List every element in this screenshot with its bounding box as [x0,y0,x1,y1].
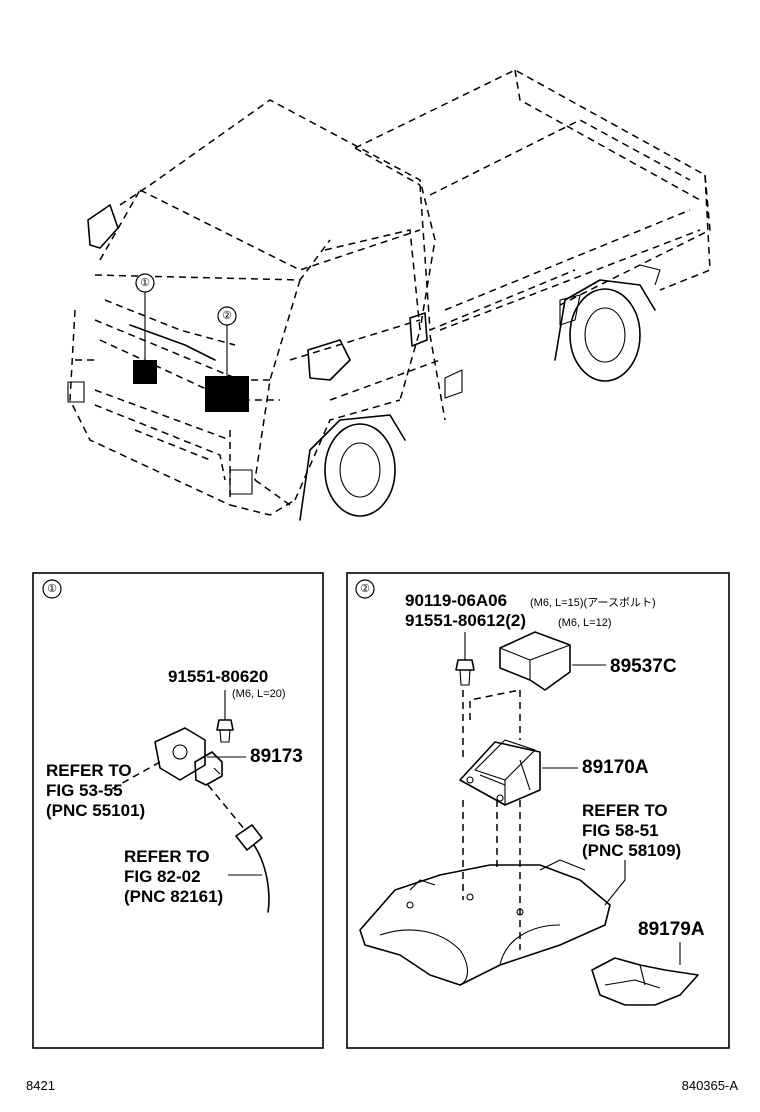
cab-body [69,99,446,516]
sensor-bolt-part-number: 91551-80620 [168,667,268,686]
refer-c-line-1: REFER TO [582,801,668,820]
ecu-bolt-spec: (M6, L=12) [558,617,612,629]
ground-bolt-spec: (M6, L=15)(アースボルト) [530,596,656,609]
callout-2: ② [217,306,237,326]
footer-figure-number: 8421 [26,1078,55,1093]
sensor-bracket-drawing [591,957,699,1006]
front-wheel [299,414,406,521]
refer-c-line-3: (PNC 58109) [582,841,681,860]
front-airbag-sensor-drawing [154,727,223,786]
refer-a-line-2: FIG 53-55 [46,781,123,800]
rear-wheel [554,279,656,382]
airbag-ecu-drawing [459,739,541,806]
detail-panel-1: ① 91551-80620 (M6, L=20) 89173 REFER TO … [32,572,324,1049]
refer-b-line-3: (PNC 82161) [124,887,223,906]
panel-2-marker: ② [360,583,370,595]
footer-illustration-id: 840365-A [682,1078,739,1093]
wire-connector-drawing [235,824,270,913]
panel-1-marker: ① [47,583,57,595]
ecu-part-number: 89170A [582,757,649,778]
bracket-part-number: 89179A [638,919,705,940]
truck-illustration: ① ② [67,69,711,521]
mirrors-and-lamps [67,204,661,495]
callout-1: ① [135,273,155,293]
location-box-2 [205,376,249,412]
ground-bolt-part-number: 90119-06A06 [405,591,507,610]
refer-a-line-1: REFER TO [46,761,132,780]
bolt-icon-2 [455,659,475,686]
ecu-bolt-part-number: 91551-80612(2) [405,611,526,630]
bolt-icon [216,719,234,743]
location-box-1 [133,360,157,384]
callout-2-label: ② [222,310,232,322]
callout-1-label: ① [140,277,150,289]
refer-a-line-3: (PNC 55101) [46,801,145,820]
sensor-part-number: 89173 [250,746,303,767]
sensor-bolt-spec: (M6, L=20) [232,688,286,700]
refer-c-line-2: FIG 58-51 [582,821,659,840]
wiper [129,324,216,361]
cover-part-number: 89537C [610,656,677,677]
sensor-cover-drawing [499,631,571,691]
refer-b-line-1: REFER TO [124,847,210,866]
detail-panel-2: ② 90119-06A06 (M6, L=15)(アースボルト) 91551-8… [346,572,730,1049]
floor-bracket-drawing [359,859,611,986]
refer-b-line-2: FIG 82-02 [124,867,201,886]
cargo-bed [354,69,711,332]
